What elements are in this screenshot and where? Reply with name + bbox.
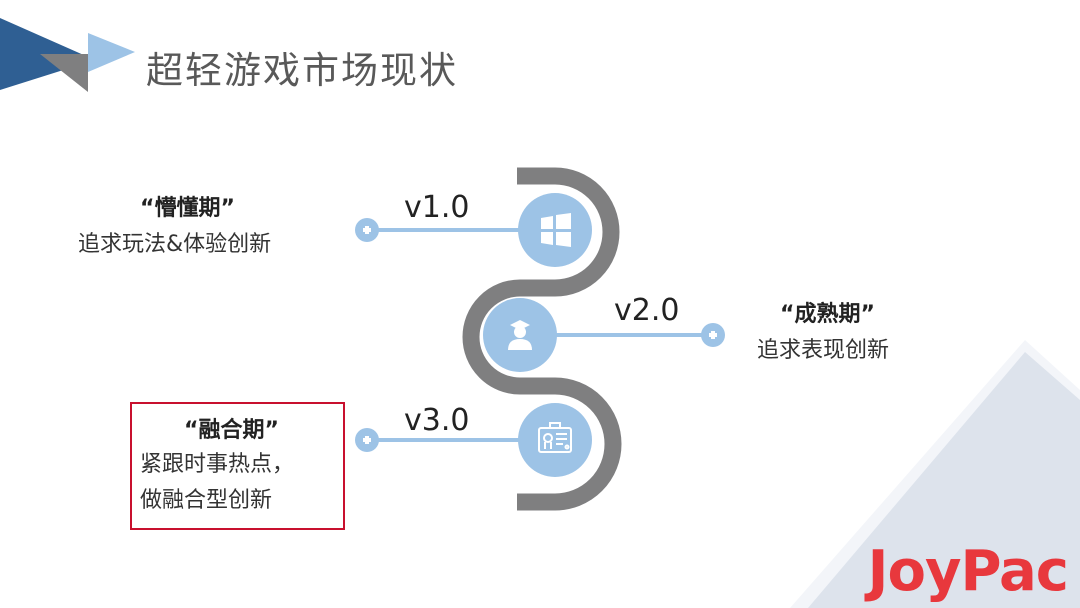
header-arrow-light-icon: [88, 33, 135, 72]
joypac-logo: JoyPac: [867, 539, 1069, 604]
graduate-user-icon: [508, 320, 532, 350]
plus-node-v2-icon[interactable]: [701, 323, 725, 347]
highlight-box: [130, 402, 345, 530]
stage-desc-v3-line1: 紧跟时事热点，: [140, 452, 295, 477]
id-card-icon: [538, 422, 572, 453]
header-arrow-gray-icon: [40, 54, 88, 92]
stage-title-v2: “成熟期”: [780, 302, 875, 327]
page-title: 超轻游戏市场现状: [146, 49, 458, 92]
version-label-v1: v1.0: [404, 190, 470, 225]
plus-node-v3-icon[interactable]: [355, 428, 379, 452]
stage-desc-v2: 追求表现创新: [757, 338, 890, 363]
stage-title-v1: “懵懂期”: [140, 196, 235, 221]
plus-node-v1-icon[interactable]: [355, 218, 379, 242]
corner-triangle: [808, 352, 1080, 608]
timeline-track: [462, 167, 622, 511]
windows-icon: [541, 213, 571, 247]
stage-desc-v1: 追求玩法&体验创新: [78, 232, 272, 257]
version-label-v3: v3.0: [404, 403, 470, 438]
stage-title-v3: “融合期”: [184, 418, 279, 443]
stage-node-v1: [518, 193, 592, 267]
stage-node-v3: [518, 403, 592, 477]
stage-desc-v3-line2: 做融合型创新: [140, 488, 273, 513]
version-label-v2: v2.0: [614, 293, 680, 328]
